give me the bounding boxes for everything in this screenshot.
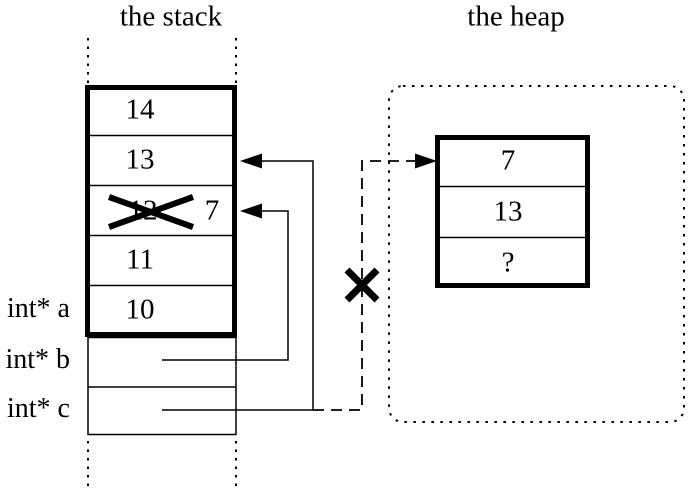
pointer-var-label-a: int* a — [7, 293, 70, 324]
stack-cell-value-10: 10 — [125, 293, 155, 326]
heap-cell-dividers — [440, 185, 585, 239]
pointer-b-arrowhead-icon — [240, 203, 262, 219]
heap-cell-value-13: 13 — [493, 195, 523, 228]
heap-object-box — [435, 135, 590, 288]
stack-cell-value-11: 11 — [126, 243, 154, 276]
pointer-b-wire — [162, 210, 289, 361]
dangling-pointer-dashed-wire — [313, 160, 416, 411]
stack-cell-new-value-7: 7 — [204, 194, 220, 227]
pointer-c-arrowhead-icon — [240, 153, 262, 169]
pointer-vars-box — [87, 336, 237, 436]
stack-title: the stack — [119, 0, 223, 33]
stack-cell-value-13: 13 — [125, 143, 155, 176]
dangling-pointer-arrowhead-icon — [415, 153, 437, 169]
heap-region-dotted-border — [388, 85, 685, 423]
stack-cell-value-14: 14 — [125, 93, 155, 126]
heap-title: the heap — [467, 0, 565, 33]
heap-cell-value-7: 7 — [500, 144, 516, 177]
stack-cell-old-value-12: 12 — [128, 194, 158, 227]
crossed-out-value-x-icon — [107, 194, 195, 230]
stack-cell-dividers — [90, 134, 234, 287]
heap-cell-value-unknown: ? — [501, 246, 515, 279]
invalidated-pointer-x-icon — [344, 267, 380, 303]
pointer-var-label-b: int* b — [5, 344, 70, 375]
pointer-c-wire — [162, 160, 314, 411]
pointer-var-label-c: int* c — [7, 393, 70, 424]
